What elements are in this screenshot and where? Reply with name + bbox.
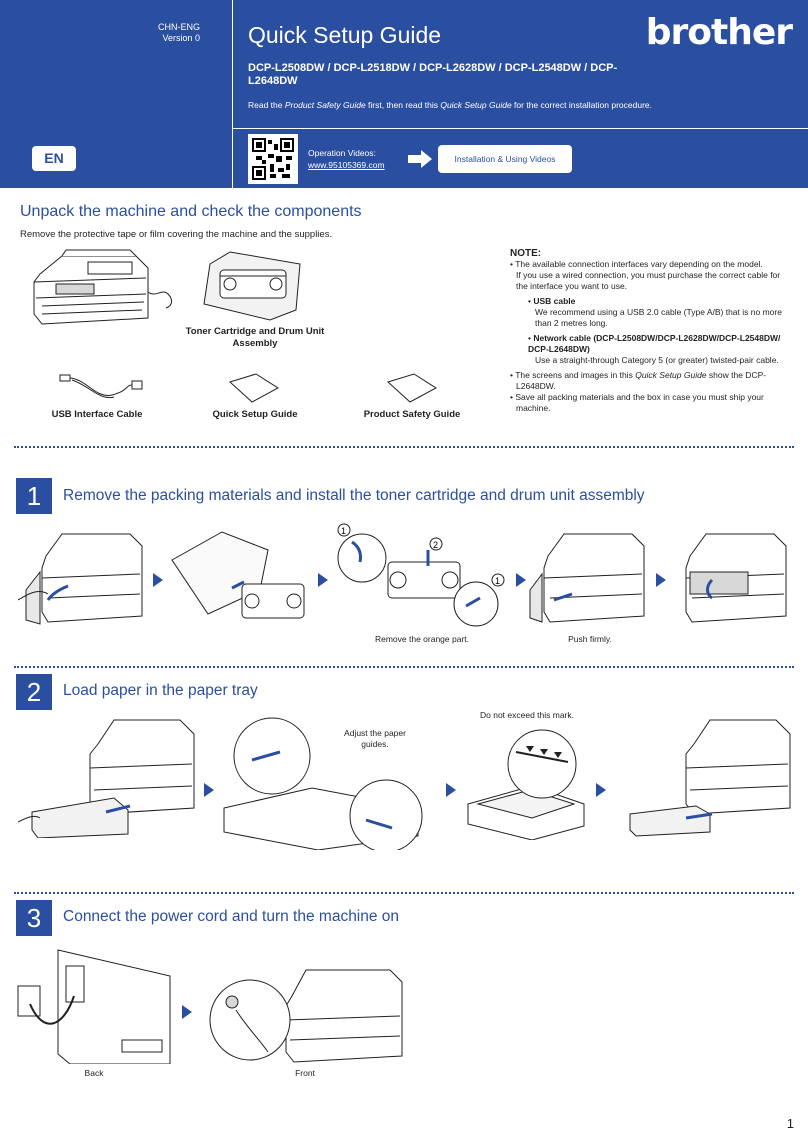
arrow-right-icon xyxy=(408,150,432,168)
step2-adjust-guides-illustration xyxy=(223,717,423,850)
step-number-2: 2 xyxy=(16,674,52,710)
note-box: NOTE: • The available connection interfa… xyxy=(510,248,794,414)
usb-cable-illustration xyxy=(59,374,143,399)
step-3-title: Connect the power cord and turn the mach… xyxy=(63,908,400,925)
product-safety-guide-icon xyxy=(387,373,437,403)
step1-open-cover-illustration xyxy=(18,533,143,625)
step2-pull-tray-illustration xyxy=(18,719,195,838)
header-divider-horizontal xyxy=(232,128,808,129)
toner-drum-illustration xyxy=(203,251,301,321)
brand-logo: brother xyxy=(645,12,793,53)
step2-paper-mark-illustration xyxy=(467,729,585,840)
step-arrow-icon xyxy=(318,573,328,587)
step1-unpack-toner-illustration xyxy=(171,531,305,619)
section-divider xyxy=(14,892,794,894)
note-title: NOTE: xyxy=(510,248,542,259)
quick-setup-guide-label: Quick Setup Guide xyxy=(212,409,298,420)
front-caption: Front xyxy=(295,1068,315,1078)
operation-videos-label: Operation Videos: xyxy=(308,148,376,158)
svg-text:1: 1 xyxy=(341,526,346,536)
step-arrow-icon xyxy=(516,573,526,587)
step2-insert-tray-illustration xyxy=(629,719,791,837)
toner-drum-label: Toner Cartridge and Drum Unit Assembly xyxy=(185,326,325,349)
page-number: 1 xyxy=(786,1116,794,1131)
step1-close-cover-illustration xyxy=(685,533,787,623)
section-divider xyxy=(14,666,794,668)
unpack-section-subtitle: Remove the protective tape or film cover… xyxy=(20,229,333,240)
remove-orange-part-caption: Remove the orange part. xyxy=(374,634,470,644)
version-label: Version 0 xyxy=(162,33,200,43)
section-divider xyxy=(14,446,794,448)
step-arrow-icon xyxy=(204,783,214,797)
operation-videos-link[interactable]: www.95105369.com xyxy=(308,160,385,170)
region-code: CHN-ENG xyxy=(158,22,200,32)
svg-text:1: 1 xyxy=(495,576,500,586)
adjust-paper-guides-caption: Adjust the paper guides. xyxy=(344,728,406,749)
quick-setup-guide-icon xyxy=(229,373,279,403)
step-arrow-icon xyxy=(656,573,666,587)
printer-illustration xyxy=(33,249,173,325)
step-1-title: Remove the packing materials and install… xyxy=(63,487,645,504)
step-number-1: 1 xyxy=(16,478,52,514)
usb-cable-label: USB Interface Cable xyxy=(51,409,143,420)
installation-videos-button[interactable]: Installation & Using Videos xyxy=(438,145,572,173)
guide-title: Quick Setup Guide xyxy=(248,22,442,48)
safety-note: Read the Product Safety Guide first, the… xyxy=(248,100,653,110)
step1-remove-orange-part-illustration: 1 2 1 xyxy=(337,523,505,627)
note-network-cable: • Network cable (DCP-L2508DW/DCP-L2628DW… xyxy=(528,333,781,365)
product-safety-guide-label: Product Safety Guide xyxy=(363,409,461,420)
header-divider-vertical xyxy=(232,0,233,188)
model-list: DCP-L2508DW / DCP-L2518DW / DCP-L2628DW … xyxy=(248,62,618,87)
step-arrow-icon xyxy=(446,783,456,797)
qr-code-icon[interactable] xyxy=(248,134,298,184)
step-arrow-icon xyxy=(182,1005,192,1019)
note-item-images: • The screens and images in this Quick S… xyxy=(510,370,767,391)
unpack-section-title: Unpack the machine and check the compone… xyxy=(20,203,362,220)
back-caption: Back xyxy=(84,1068,104,1078)
step-arrow-icon xyxy=(596,783,606,797)
step-2-title: Load paper in the paper tray xyxy=(63,682,258,699)
step-number-3: 3 xyxy=(16,900,52,936)
note-item-interfaces-detail: If you use a wired connection, you must … xyxy=(516,270,781,291)
step3-power-cord-illustration xyxy=(17,949,171,1064)
step1-insert-toner-illustration xyxy=(529,533,645,623)
note-item-interfaces: • The available connection interfaces va… xyxy=(510,259,763,269)
max-paper-mark-caption: Do not exceed this mark. xyxy=(479,710,574,720)
language-badge: EN xyxy=(32,146,76,171)
svg-text:2: 2 xyxy=(433,540,438,550)
step3-power-button-illustration xyxy=(209,969,403,1063)
note-item-packing: • Save all packing materials and the box… xyxy=(510,392,764,413)
step-arrow-icon xyxy=(153,573,163,587)
header-banner: CHN-ENG Version 0 EN Quick Setup Guide b… xyxy=(0,0,808,188)
push-firmly-caption: Push firmly. xyxy=(568,634,612,644)
